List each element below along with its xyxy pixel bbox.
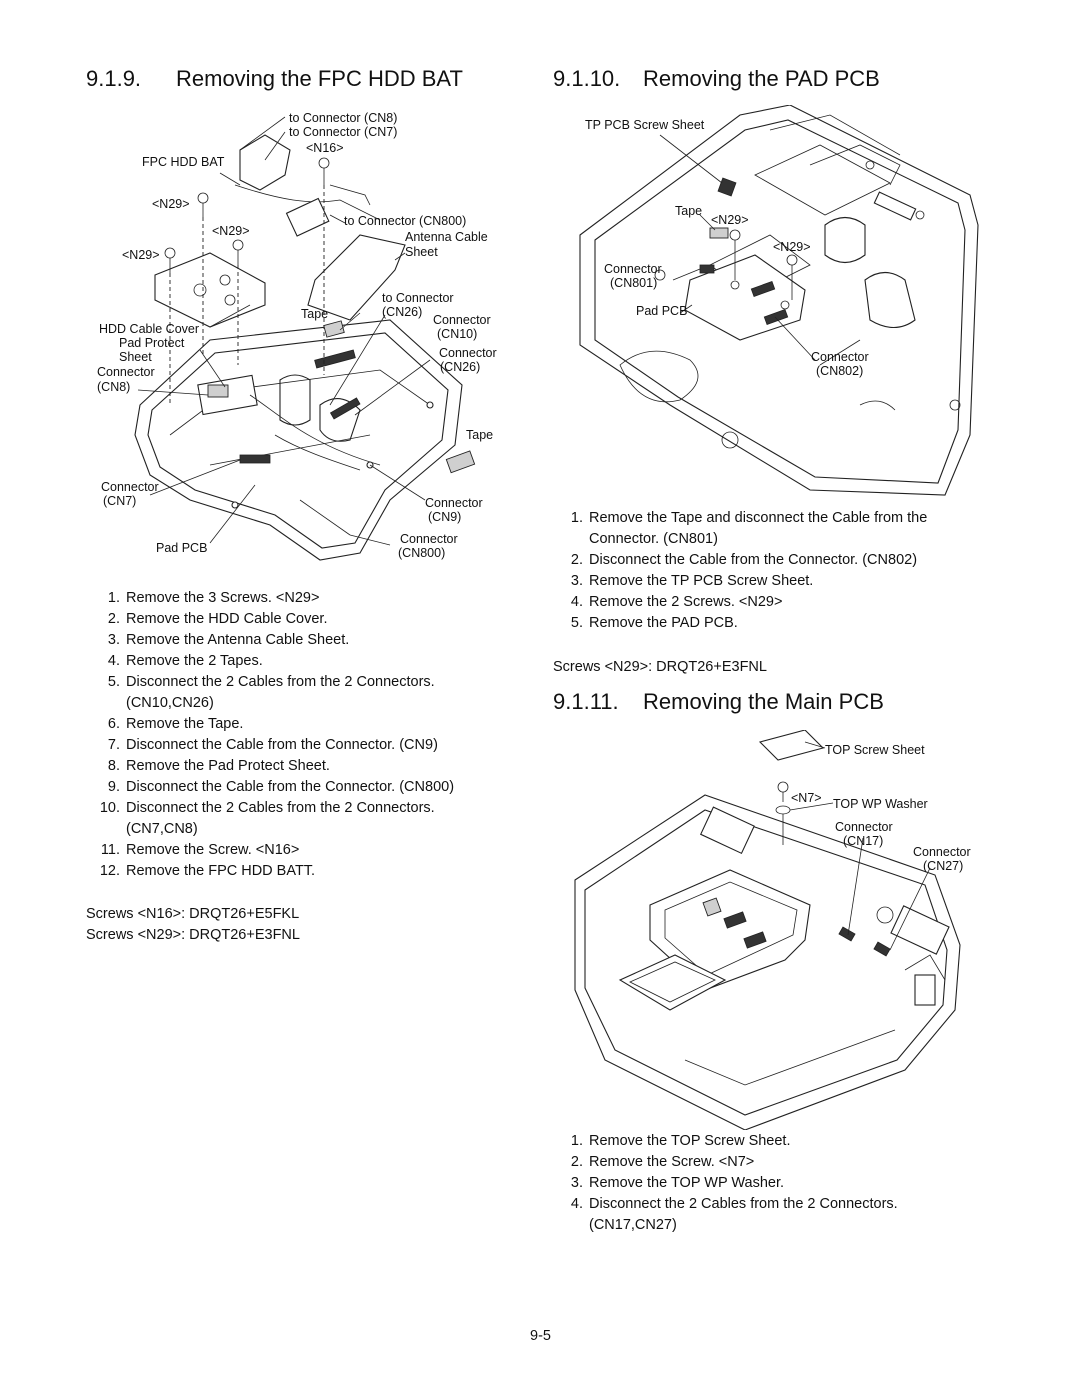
callout-pad-pcb: Pad PCB xyxy=(636,304,688,318)
callout-connector-cn9: Connector xyxy=(425,496,483,510)
section-title-main: 9.1.11. Removing the Main PCB xyxy=(553,689,884,715)
step: 1.Remove the 3 Screws. <N29> xyxy=(107,590,320,606)
callout-to-connector: to Connector xyxy=(382,291,454,305)
callout-to-cn8: to Connector (CN8) xyxy=(289,111,398,125)
fpc-steps: 1.Remove the 3 Screws. <N29> 2.Remove th… xyxy=(90,588,510,882)
callout-pad-protect: Pad Protect xyxy=(119,336,185,350)
fpc-screws-n29: Screws <N29>: DRQT26+E3FNL xyxy=(86,927,300,943)
callout-connector-cn7: Connector xyxy=(101,480,159,494)
callout-n16: <N16> xyxy=(306,141,344,155)
pad-steps: 1.Remove the Tape and disconnect the Cab… xyxy=(553,508,993,634)
callout-antenna-sheet: Sheet xyxy=(405,245,438,259)
callout-n29-left: <N29> xyxy=(122,248,160,262)
callout-cn800: (CN800) xyxy=(398,546,446,560)
callout-top-wp-washer: TOP WP Washer xyxy=(833,797,928,811)
callout-hdd-cable-cover: HDD Cable Cover xyxy=(99,322,200,336)
step: 4.Remove the 2 Tapes. xyxy=(107,653,263,669)
step: 2.Remove the HDD Cable Cover. xyxy=(107,611,328,627)
callout-pad-connector-b: Connector xyxy=(811,350,869,364)
callout-cn802: (CN802) xyxy=(816,364,864,378)
callout-pad-n29-a: <N29> xyxy=(711,213,749,227)
callout-cn801: (CN801) xyxy=(610,276,658,290)
callout-connector-cn26: Connector xyxy=(439,346,497,360)
callout-to-cn7: to Connector (CN7) xyxy=(289,125,398,139)
step: 5.Remove the PAD PCB. xyxy=(570,615,738,631)
callout-fpc-hdd-bat: FPC HDD BAT xyxy=(142,155,225,169)
step: 2.Disconnect the Cable from the Connecto… xyxy=(570,552,918,568)
section-number: 9.1.11. xyxy=(553,689,619,714)
main-steps: 1.Remove the TOP Screw Sheet. 2.Remove t… xyxy=(553,1131,993,1236)
step: 11.Remove the Screw. <N16> xyxy=(100,842,300,858)
step: 3.Remove the TOP WP Washer. xyxy=(570,1175,785,1191)
step: 6.Remove the Tape. xyxy=(107,716,244,732)
callout-pad-n29-b: <N29> xyxy=(773,240,811,254)
pad-screws-n29: Screws <N29>: DRQT26+E3FNL xyxy=(553,659,767,675)
callout-n29-mid: <N29> xyxy=(212,224,250,238)
section-heading: Removing the Main PCB xyxy=(643,689,884,714)
section-number: 9.1.9. xyxy=(86,66,142,91)
section-heading: Removing the FPC HDD BAT xyxy=(176,66,463,91)
step: 5.Disconnect the 2 Cables from the 2 Con… xyxy=(107,674,435,711)
callout-connector-cn800: Connector xyxy=(400,532,458,546)
callout-cn10: (CN10) xyxy=(437,327,478,341)
section-heading: Removing the PAD PCB xyxy=(643,66,880,91)
step: 8.Remove the Pad Protect Sheet. xyxy=(107,758,330,774)
callout-cn9: (CN9) xyxy=(428,510,462,524)
callout-pad-protect-sheet: Sheet xyxy=(119,350,152,364)
fpc-screws-n16: Screws <N16>: DRQT26+E5FKL xyxy=(86,906,300,922)
callout-n7: <N7> xyxy=(791,791,822,805)
step: 7.Disconnect the Cable from the Connecto… xyxy=(107,737,438,753)
callout-cn27: (CN27) xyxy=(923,859,964,873)
step: 10.Disconnect the 2 Cables from the 2 Co… xyxy=(99,800,435,837)
section-title-fpc: 9.1.9. Removing the FPC HDD BAT xyxy=(86,66,463,92)
step: 9.Disconnect the Cable from the Connecto… xyxy=(107,779,455,795)
callout-connector-cn8: Connector xyxy=(97,365,155,379)
callout-cn26-paren: (CN26) xyxy=(382,305,423,319)
callout-top-screw-sheet: TOP Screw Sheet xyxy=(825,743,925,757)
callout-pad-tape: Tape xyxy=(675,204,703,218)
callout-to-cn800: to Connector (CN800) xyxy=(344,214,467,228)
callout-cn17: (CN17) xyxy=(843,834,884,848)
callout-tape-1: Tape xyxy=(301,307,329,321)
step: 1.Remove the TOP Screw Sheet. xyxy=(570,1133,791,1149)
callout-connector-cn10: Connector xyxy=(433,313,491,327)
step: 3.Remove the Antenna Cable Sheet. xyxy=(107,632,350,648)
callout-connector-cn27: Connector xyxy=(913,845,971,859)
callout-cn7: (CN7) xyxy=(103,494,137,508)
section-number: 9.1.10. xyxy=(553,66,621,91)
callout-cn26: (CN26) xyxy=(440,360,481,374)
callout-connector-cn17: Connector xyxy=(835,820,893,834)
callout-antenna-cable: Antenna Cable xyxy=(405,230,488,244)
pad-pcb-diagram xyxy=(579,105,979,496)
step: 1.Remove the Tape and disconnect the Cab… xyxy=(570,510,928,547)
step: 3.Remove the TP PCB Screw Sheet. xyxy=(570,573,814,589)
callout-n29-top: <N29> xyxy=(152,197,190,211)
page-number: 9-5 xyxy=(530,1328,551,1344)
step: 4.Disconnect the 2 Cables from the 2 Con… xyxy=(570,1196,898,1233)
step: 4.Remove the 2 Screws. <N29> xyxy=(570,594,783,610)
step: 2.Remove the Screw. <N7> xyxy=(570,1154,755,1170)
main-pcb-diagram xyxy=(574,730,961,1130)
step: 12.Remove the FPC HDD BATT. xyxy=(99,863,316,879)
callout-pad-pcb: Pad PCB xyxy=(156,541,208,555)
section-title-pad: 9.1.10. Removing the PAD PCB xyxy=(553,66,880,92)
callout-tape-2: Tape xyxy=(466,428,494,442)
fpc-hdd-bat-diagram xyxy=(134,116,476,561)
callout-pad-connector-a: Connector xyxy=(604,262,662,276)
callout-tp-pcb-screw-sheet: TP PCB Screw Sheet xyxy=(585,118,705,132)
callout-cn8: (CN8) xyxy=(97,380,131,394)
